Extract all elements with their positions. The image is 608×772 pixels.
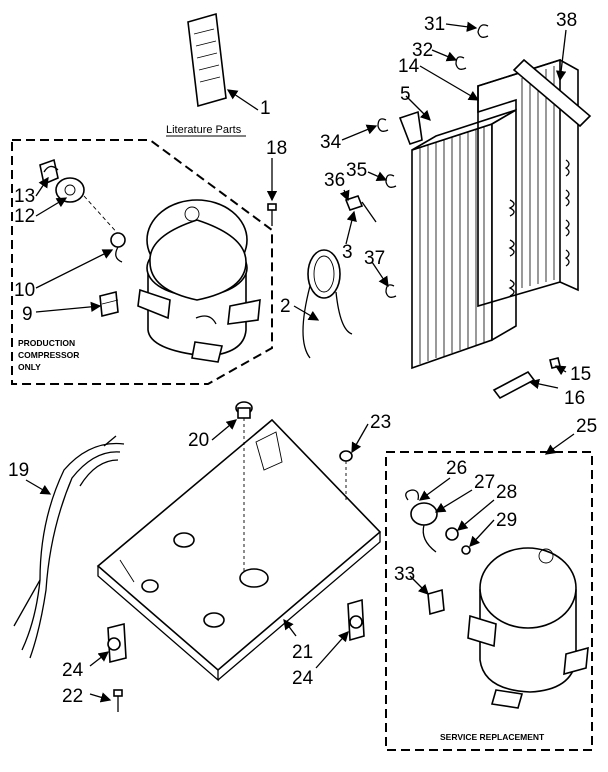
- screw-18: [267, 203, 277, 226]
- svg-text:ONLY: ONLY: [18, 362, 41, 372]
- clip-31: [477, 24, 489, 38]
- callout-14: 14: [398, 56, 420, 77]
- callout-18: 18: [266, 138, 287, 159]
- callout-19: 19: [8, 460, 29, 481]
- production-compressor-box: [11, 139, 273, 385]
- callout-26: 26: [446, 458, 467, 479]
- grommet-20: [235, 401, 253, 574]
- callout-27: 27: [474, 472, 495, 493]
- bar-16: [492, 370, 536, 400]
- screw-22: [113, 689, 123, 712]
- service-compressor: [467, 547, 589, 709]
- service-clip-29: [461, 545, 471, 555]
- literature-parts-label: Literature Parts: [166, 124, 242, 136]
- callout-22: 22: [62, 686, 83, 707]
- condenser-fins: [419, 126, 485, 364]
- base-plate: [96, 418, 382, 682]
- fitting-36: [344, 195, 377, 223]
- compressor-clip: [99, 290, 119, 318]
- drain-tube: [302, 249, 353, 359]
- literature-booklet: [187, 12, 227, 108]
- callout-15: 15: [570, 364, 591, 385]
- roller-24a: [107, 622, 127, 664]
- callout-numbers: 1 2 3 5 9 10 12 13 14 15 16 18 19 20 21 …: [8, 10, 597, 707]
- callout-20: 20: [188, 430, 209, 451]
- production-compressor: [137, 199, 261, 363]
- condenser-coil: [411, 108, 517, 370]
- foot-23: [339, 450, 353, 502]
- production-compressor-label: PRODUCTION COMPRESSOR ONLY: [18, 338, 79, 372]
- service-relay: [410, 502, 438, 553]
- callout-37: 37: [364, 248, 385, 269]
- evaporator-fins: [521, 66, 555, 288]
- clip-32: [455, 56, 467, 70]
- leader-lines: [25, 21, 575, 703]
- clip-35: [385, 174, 397, 188]
- callout-25: 25: [576, 416, 597, 437]
- service-clip-26: [405, 489, 420, 501]
- callout-1: 1: [260, 98, 271, 119]
- relay-part: [55, 177, 85, 203]
- callout-36: 36: [324, 170, 345, 191]
- callout-24a: 24: [62, 660, 84, 681]
- callout-33: 33: [394, 564, 415, 585]
- callout-9: 9: [22, 304, 33, 325]
- callout-34: 34: [320, 132, 342, 153]
- terminal-cover: [110, 232, 126, 263]
- service-replacement-box: [385, 451, 593, 751]
- callout-31: 31: [424, 14, 445, 35]
- callout-10: 10: [14, 280, 35, 301]
- evaporator-coil: [477, 58, 579, 308]
- svg-text:PRODUCTION: PRODUCTION: [18, 338, 75, 348]
- callout-35: 35: [346, 160, 367, 181]
- callout-16: 16: [564, 388, 585, 409]
- roller-24b: [347, 598, 365, 642]
- callout-13: 13: [14, 186, 35, 207]
- wiring-harness: [13, 435, 125, 659]
- clip-34: [377, 118, 389, 132]
- callout-29: 29: [496, 510, 517, 531]
- callout-2: 2: [280, 296, 291, 317]
- callout-38: 38: [556, 10, 577, 31]
- clip-37: [385, 284, 397, 298]
- svg-text:COMPRESSOR: COMPRESSOR: [18, 350, 79, 360]
- callout-12: 12: [14, 206, 35, 227]
- overload-clip: [39, 158, 59, 186]
- tube-34: [398, 110, 423, 146]
- callout-32: 32: [412, 40, 433, 61]
- callout-3: 3: [342, 242, 353, 263]
- bar-38: [512, 58, 592, 128]
- callout-23: 23: [370, 412, 391, 433]
- screw-15: [549, 357, 561, 369]
- callout-21: 21: [292, 642, 313, 663]
- callout-5: 5: [400, 84, 411, 105]
- service-cover-28: [445, 527, 459, 541]
- callout-24b: 24: [292, 668, 314, 689]
- callout-28: 28: [496, 482, 517, 503]
- return-bends: [508, 159, 570, 297]
- service-replacement-label: SERVICE REPLACEMENT: [440, 732, 545, 742]
- service-clip-33: [427, 588, 445, 616]
